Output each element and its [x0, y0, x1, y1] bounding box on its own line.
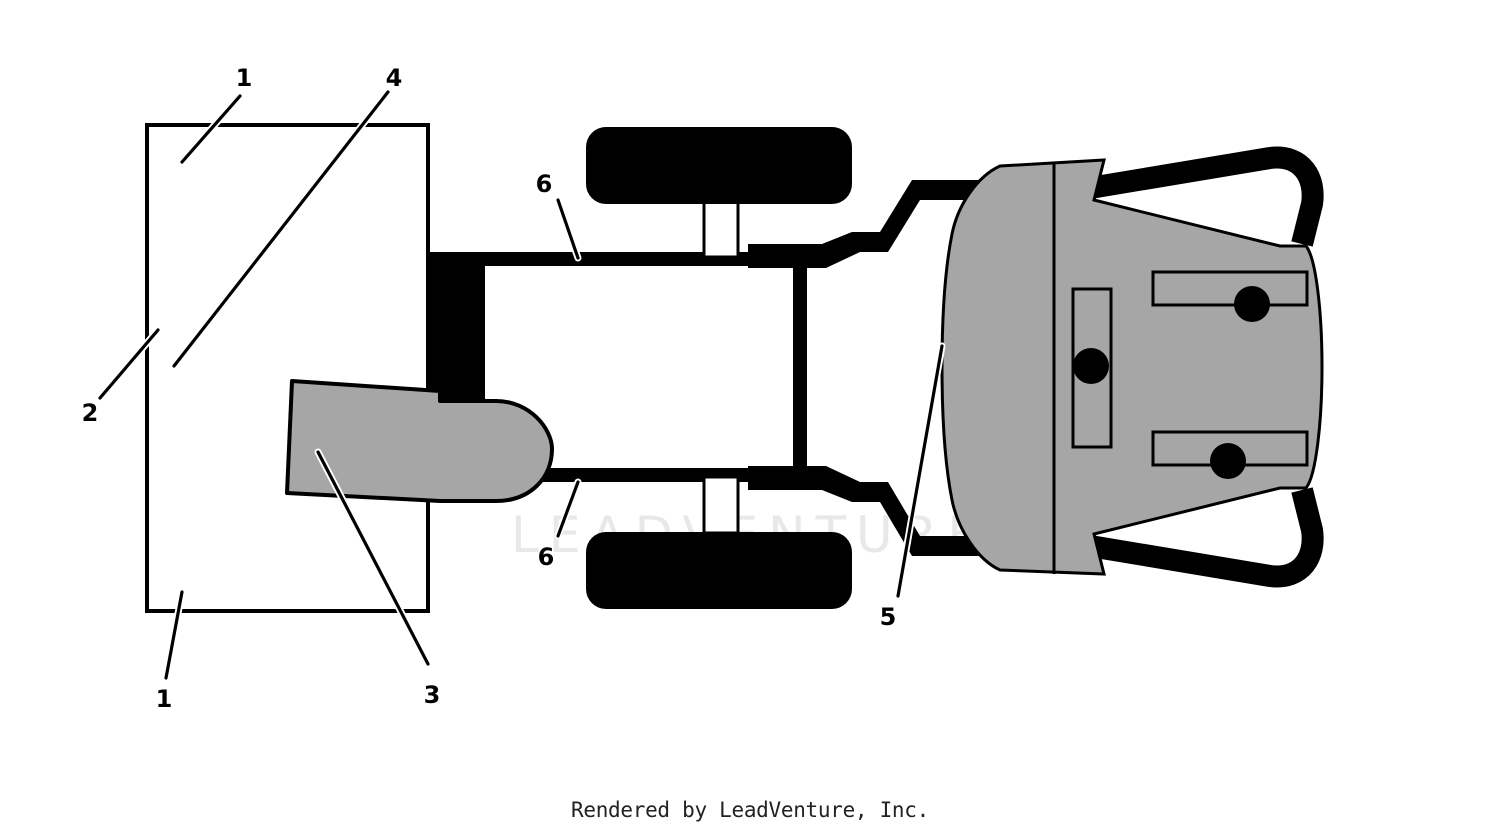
leader-5 — [896, 344, 944, 598]
handlebar-top — [1088, 146, 1324, 247]
leader-1-top — [180, 94, 242, 164]
auger-housing — [145, 123, 430, 613]
discharge-chute — [285, 379, 554, 503]
leader-1-bottom — [164, 590, 184, 680]
leader-2 — [98, 328, 160, 400]
leader-lines — [96, 88, 946, 682]
callout-6-top: 6 — [536, 170, 553, 198]
lever-slot-top — [1151, 270, 1309, 307]
axle-top — [702, 199, 740, 259]
frame-connector-bottom — [748, 466, 1040, 556]
leader-6-top — [556, 198, 580, 260]
render-credit: Rendered by LeadVenture, Inc. — [571, 798, 929, 822]
wheel-bottom — [586, 532, 852, 609]
callout-1-bottom: 1 — [156, 685, 173, 713]
callout-2: 2 — [82, 399, 99, 427]
lever-knob-top — [1234, 286, 1270, 322]
leader-3 — [316, 450, 430, 666]
leader-4 — [172, 90, 390, 368]
wheel-top — [586, 127, 852, 204]
callout-3: 3 — [424, 681, 441, 709]
lever-knob-left — [1073, 348, 1109, 384]
handlebar-bottom — [1088, 487, 1324, 588]
leader-6-bottom — [556, 480, 580, 538]
axle-bottom — [702, 475, 740, 535]
callout-1-top: 1 — [236, 64, 253, 92]
callout-6-bottom: 6 — [538, 543, 555, 571]
lever-knob-bottom — [1210, 443, 1246, 479]
callout-4: 4 — [386, 64, 403, 92]
callout-5: 5 — [880, 603, 897, 631]
frame-connector-top — [748, 180, 1040, 268]
control-panel — [940, 158, 1324, 576]
